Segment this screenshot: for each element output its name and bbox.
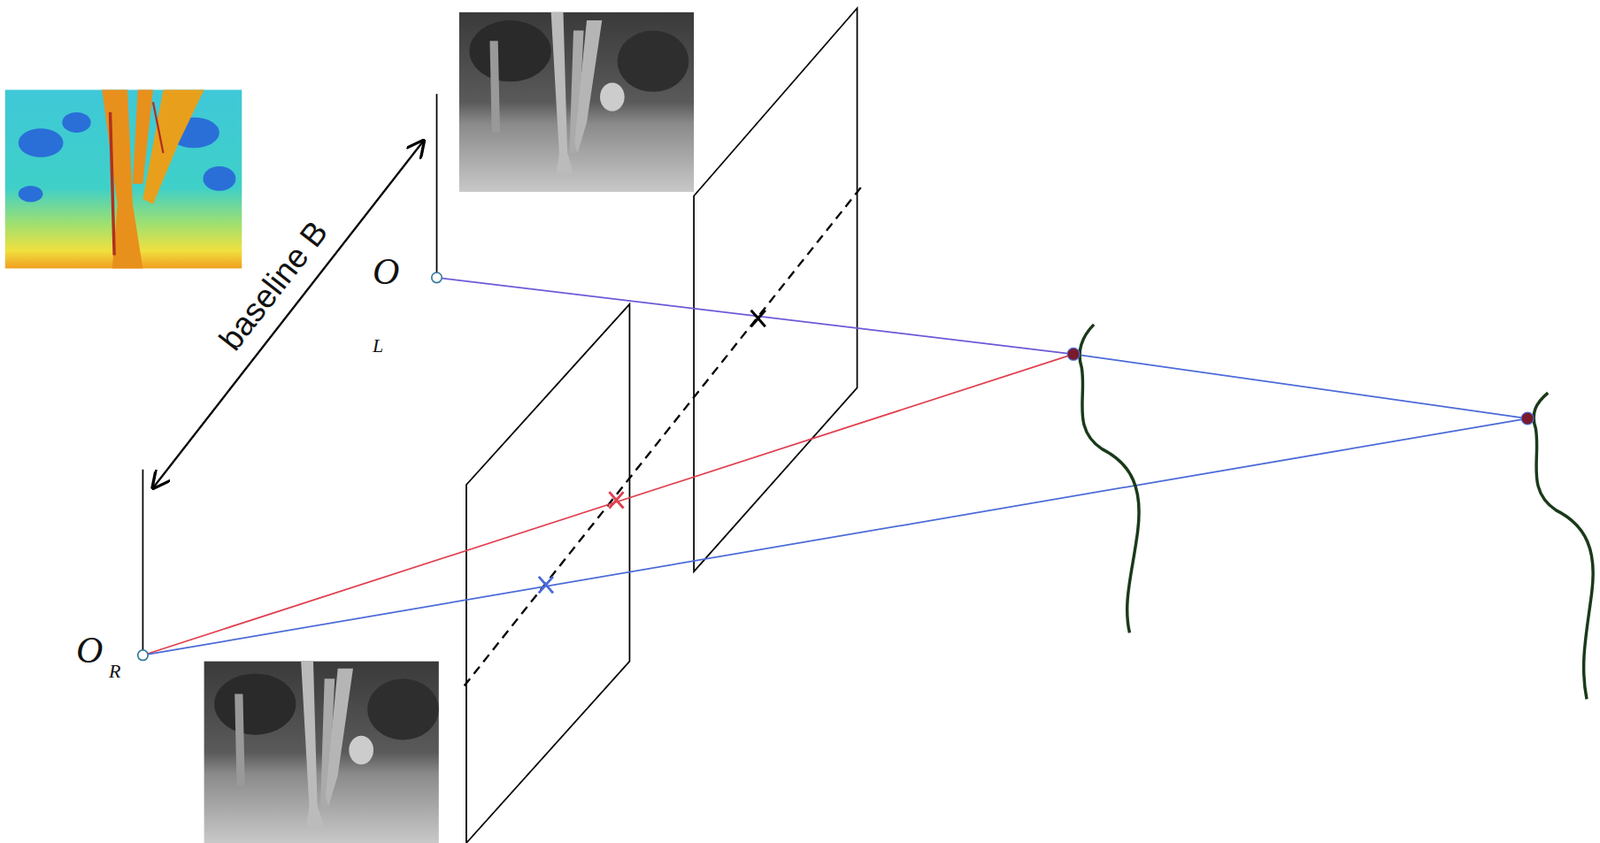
projection-rays: [142, 277, 1528, 656]
subscript-label: L: [372, 336, 384, 356]
image-planes: [466, 7, 858, 843]
epipolar-line: [464, 185, 863, 686]
camera-center-label: O: [76, 631, 103, 670]
camera-center-label: O: [372, 253, 400, 291]
camera-centers: [138, 272, 443, 661]
camera-geometry: [142, 93, 437, 652]
image-point-marks: [538, 310, 766, 594]
disparity-map: [5, 90, 243, 270]
subscript-label: R: [108, 661, 121, 682]
scene-points: [1067, 347, 1534, 425]
scene-curves: [1079, 324, 1593, 700]
right-camera-image: [204, 661, 439, 843]
left-camera-image: [459, 12, 694, 193]
